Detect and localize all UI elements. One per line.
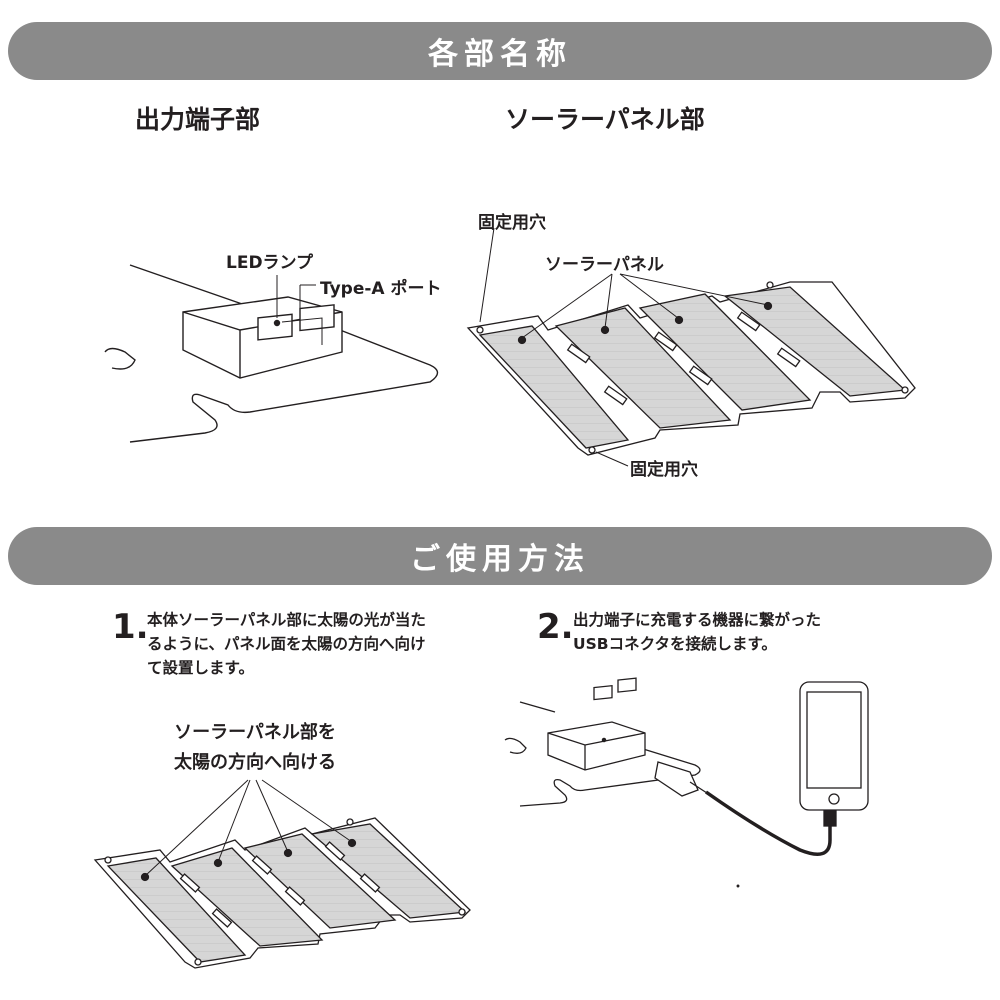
step-1-note: ソーラーパネル部を 太陽の方向へ向ける (140, 718, 370, 778)
step-1-note-line-2: 太陽の方向へ向ける (174, 752, 336, 773)
section-banner-parts: 各部名称 (8, 22, 992, 80)
solar-panel-heading: ソーラーパネル部 (505, 105, 705, 134)
step-2-line-2: USBコネクタを接続します。 (573, 635, 777, 653)
step-1-note-line-1: ソーラーパネル部を (174, 722, 336, 743)
solar-panel-label: ソーラーパネル (545, 255, 664, 275)
output-terminal-illustration (104, 264, 439, 443)
step-1-line-3: て設置します。 (147, 659, 254, 677)
solar-panel-illustration (466, 227, 916, 467)
led-lamp-label: LEDランプ (226, 253, 314, 273)
step-2-connection-illustration (504, 677, 869, 888)
step-2-line-1: 出力端子に充電する機器に繋がった (573, 611, 822, 629)
step-1-line-2: るように、パネル面を太陽の方向へ向け (147, 635, 426, 653)
type-a-port-label: Type-A ポート (320, 279, 442, 299)
step-1-text: 本体ソーラーパネル部に太陽の光が当た るように、パネル面を太陽の方向へ向け て設… (147, 608, 426, 680)
step-2-text: 出力端子に充電する機器に繋がった USBコネクタを接続します。 (573, 608, 821, 656)
step-2-number: 2. (537, 607, 574, 647)
fixing-hole-label-bottom: 固定用穴 (630, 460, 698, 480)
fixing-hole-label-top: 固定用穴 (478, 213, 546, 233)
output-terminal-heading: 出力端子部 (135, 105, 261, 134)
step-1-line-1: 本体ソーラーパネル部に太陽の光が当た (147, 611, 426, 629)
section-banner-usage: ご使用方法 (8, 527, 992, 585)
section-title-usage: ご使用方法 (410, 542, 590, 577)
step-1-panel-illustration (93, 779, 471, 969)
step-1-number: 1. (112, 607, 149, 647)
section-title-parts: 各部名称 (428, 37, 572, 72)
